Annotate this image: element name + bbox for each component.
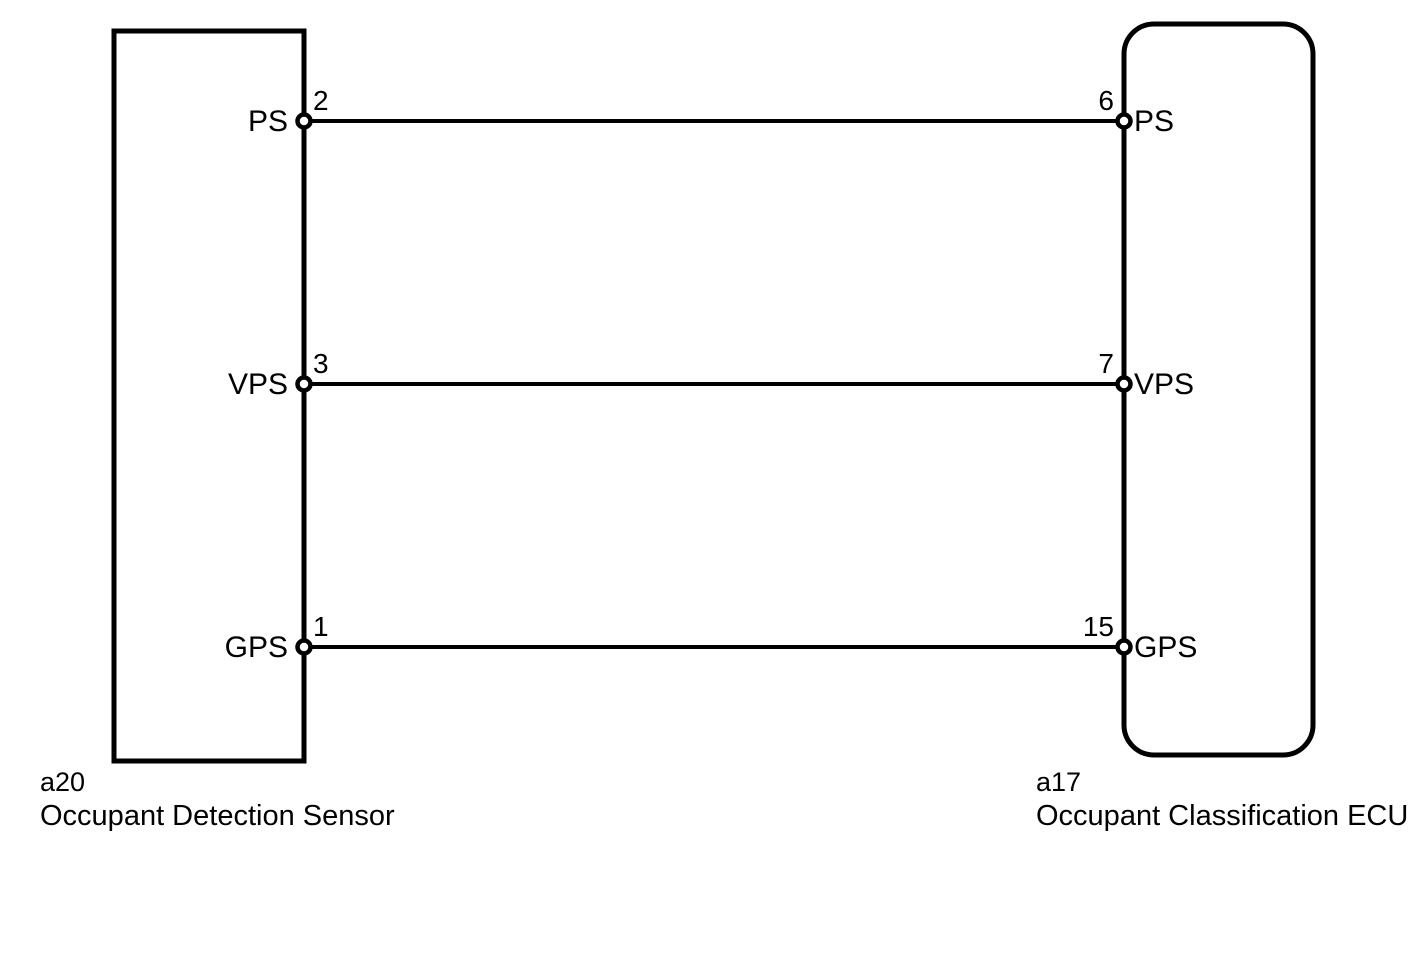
pin-number-right-vps: 7: [1098, 348, 1114, 379]
component-box-occupant-detection-sensor: [111, 28, 307, 764]
pin-number-right-gps: 15: [1083, 611, 1114, 642]
terminal-label-right-vps: VPS: [1134, 368, 1194, 401]
terminal-left-gps: [295, 638, 313, 656]
terminal-right-vps: [1115, 375, 1133, 393]
terminal-left-vps: [295, 375, 313, 393]
pin-number-left-vps: 3: [313, 348, 329, 379]
terminal-right-gps: [1115, 638, 1133, 656]
pin-number-right-ps: 6: [1098, 85, 1114, 116]
terminal-left-ps: [295, 112, 313, 130]
terminal-label-left-vps: VPS: [228, 368, 288, 401]
terminal-label-right-gps: GPS: [1134, 631, 1197, 664]
component-name-occupant-detection-sensor: Occupant Detection Sensor: [40, 800, 395, 832]
component-id-a20: a20: [40, 767, 85, 797]
component-name-occupant-classification-ecu: Occupant Classification ECU: [1036, 800, 1408, 832]
terminal-right-ps: [1115, 112, 1133, 130]
terminal-label-left-gps: GPS: [225, 631, 288, 664]
pin-number-left-ps: 2: [313, 85, 329, 116]
component-id-a17: a17: [1036, 767, 1081, 797]
terminal-label-left-ps: PS: [248, 105, 288, 138]
terminal-label-right-ps: PS: [1134, 105, 1174, 138]
pin-number-left-gps: 1: [313, 611, 329, 642]
